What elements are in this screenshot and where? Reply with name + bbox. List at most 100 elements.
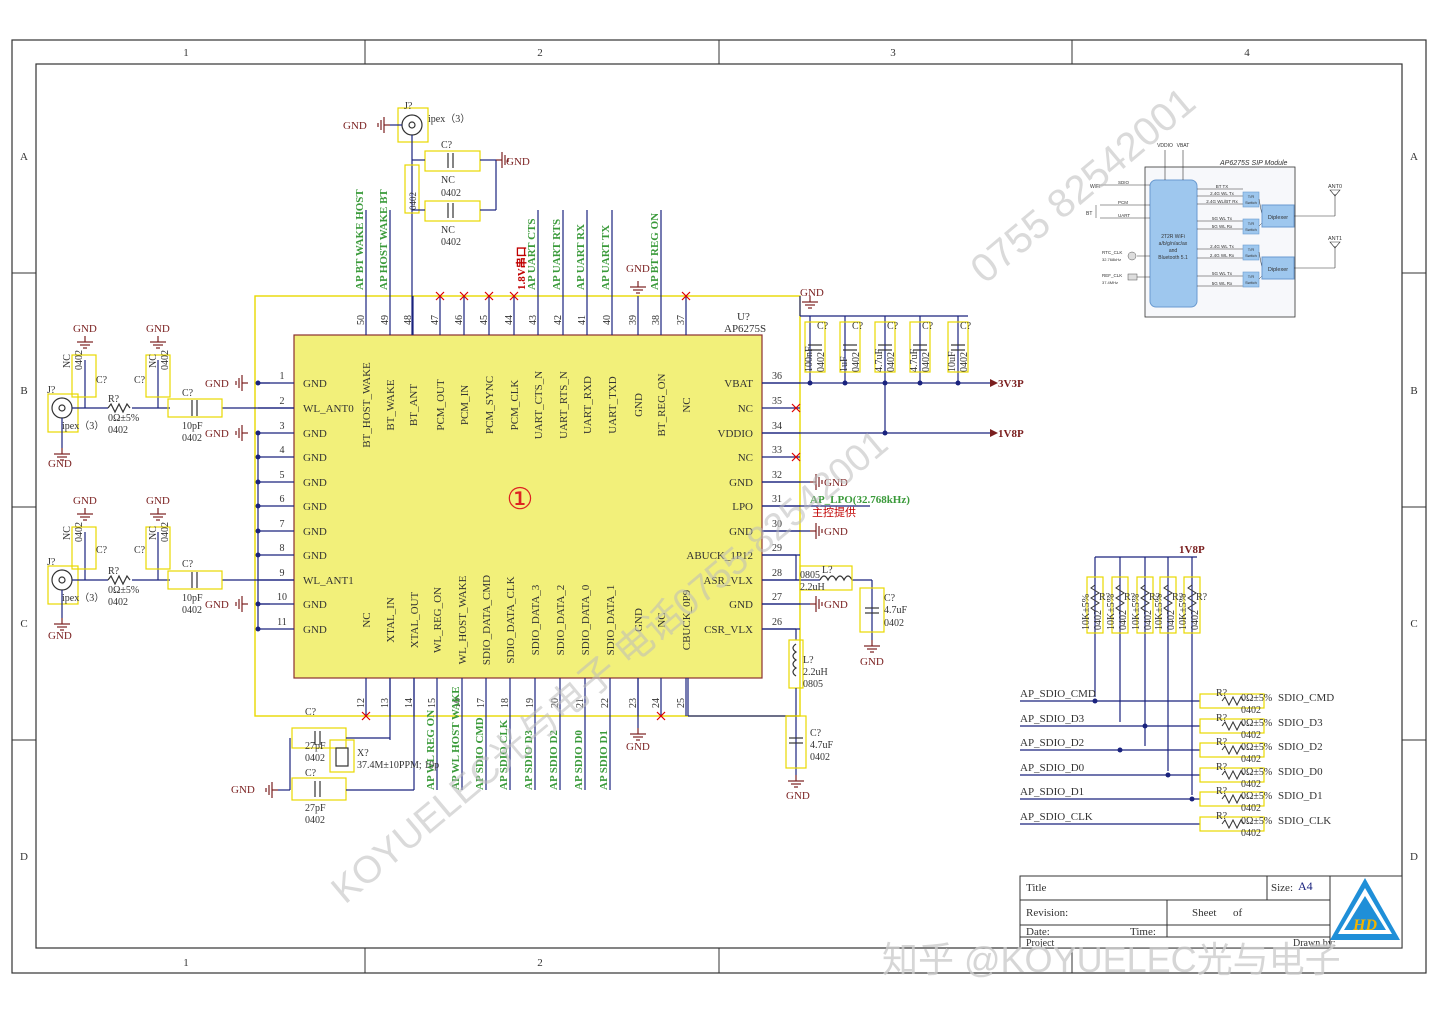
crystal-c1-value: 27pF [305, 741, 326, 752]
pin-name: NC [656, 612, 668, 627]
pin-name: ABUCK_1P12 [686, 550, 753, 562]
pin-number: 49 [380, 315, 391, 325]
pin-number: 25 [676, 698, 687, 708]
gnd-label: GND [73, 495, 97, 507]
bt-connector-ref: J? [404, 101, 413, 112]
buck-l1-ref: L? [822, 565, 833, 576]
svg-text:HD: HD [1352, 917, 1377, 934]
pin-number: 41 [577, 315, 588, 325]
pin-number: 24 [651, 698, 662, 708]
pin-number: 7 [280, 519, 285, 530]
pin-number: 48 [403, 315, 414, 325]
row-label-b-right: B [1410, 385, 1417, 397]
pin-number: 12 [356, 698, 367, 708]
net-label: AP SDIO D0 [573, 730, 585, 790]
pullup-value: 10K±5% [1106, 594, 1117, 630]
pin-number: 50 [356, 315, 367, 325]
crystal-c1-ref: C? [305, 707, 317, 718]
pin-name: WL_REG_ON [432, 587, 444, 653]
net-label: AP BT REG ON [649, 213, 661, 290]
ant1-nc-ref: C? [96, 545, 108, 556]
chip-left-pins: 1GND2WL_ANT03GND4GND5GND6GND7GND8GND9WL_… [255, 371, 354, 636]
svg-text:SDIO: SDIO [1118, 180, 1130, 185]
buck-l1-package: 0805 [800, 570, 820, 581]
pullup-ref: R? [1099, 592, 1111, 603]
cap-package: 0402 [921, 352, 932, 372]
lpo-net-label: AP_LPO(32.768kHz) [810, 494, 910, 506]
ant1-network [47, 526, 294, 618]
gnd-label: GND [800, 287, 824, 299]
svg-text:2.4G WL/BT Rx: 2.4G WL/BT Rx [1206, 199, 1238, 204]
series-value: 0Ω±5% [1241, 767, 1272, 778]
gnd-label: GND [506, 156, 530, 168]
block-vddio: VDDIO [1157, 143, 1173, 149]
row-label-d: D [20, 851, 28, 863]
gnd-label: GND [626, 263, 650, 275]
gnd-label: GND [146, 323, 170, 335]
sdio-right-net: SDIO_D2 [1278, 741, 1323, 753]
series-ref: R? [1216, 762, 1228, 773]
gnd-label: GND [205, 378, 229, 390]
ant1-res-ref: R? [108, 566, 120, 577]
row-label-d-right: D [1410, 851, 1418, 863]
pin-name: GND [303, 477, 327, 489]
ant0-connector-type: ipex（3） [62, 420, 104, 432]
ant0-cap-value: 10pF [182, 421, 203, 432]
block-diplexer-2: Diplexer [1268, 267, 1288, 273]
gnd-label: GND [824, 526, 848, 538]
pin-number: 47 [430, 315, 441, 325]
svg-text:UART: UART [1118, 213, 1130, 218]
svg-text:5G WL Rx: 5G WL Rx [1212, 224, 1233, 229]
ant1-nc2-ref: C? [134, 545, 146, 556]
buck-l2-package: 0805 [803, 679, 823, 690]
pin-name: ASR_VLX [703, 575, 753, 587]
row-label-c-right: C [1410, 618, 1417, 630]
pin-number: 39 [628, 315, 639, 325]
pin-number: 44 [504, 315, 515, 325]
gnd-label: GND [73, 323, 97, 335]
ant1-nc2-package: 0402 [160, 522, 171, 542]
project-label: Project [1026, 938, 1055, 949]
pin-name: GND [633, 608, 645, 632]
svg-text:5G WL Tx: 5G WL Tx [1212, 216, 1233, 221]
crystal-ref: X? [357, 748, 369, 759]
chip-bottom-pins: 12NC13XTAL_IN14XTAL_OUT15WL_REG_ON16WL_H… [356, 575, 693, 790]
pin-name: NC [738, 452, 753, 464]
pin-number: 34 [772, 421, 782, 432]
pullup-value: 10K±5% [1154, 594, 1165, 630]
pin-number: 45 [479, 315, 490, 325]
svg-text:32.768kHz: 32.768kHz [1102, 257, 1121, 262]
svg-text:T/R: T/R [1248, 247, 1255, 252]
pin-name: GND [303, 550, 327, 562]
series-ref: R? [1216, 713, 1228, 724]
pin-name: NC [361, 612, 373, 627]
pin-name: PCM_CLK [509, 380, 521, 431]
pin-name: LPO [732, 501, 753, 513]
pin-number: 35 [772, 396, 782, 407]
net-label: AP UART CTS [526, 218, 538, 290]
pullup-ref: R? [1149, 592, 1161, 603]
crystal-c2-value: 27pF [305, 803, 326, 814]
cap-ref: C? [817, 321, 829, 332]
sdio-left-net: AP_SDIO_D3 [1020, 713, 1085, 725]
sdio-left-net: AP_SDIO_D0 [1020, 762, 1085, 774]
pin-name: VDDIO [718, 428, 753, 440]
pin-name: WL_ANT0 [303, 403, 354, 415]
ap6275s-block-diagram: AP6275S SIP Module 2T2R WiFi a/b/g/n/ac/… [1083, 135, 1348, 323]
pin-number: 19 [525, 698, 536, 708]
net-label: AP WL REG ON [425, 710, 437, 790]
pin-number: 2 [280, 396, 285, 407]
pin-number: 36 [772, 371, 782, 382]
bt-cap1-value: NC [441, 175, 455, 186]
pullup-value: 10K±5% [1178, 594, 1189, 630]
sdio-left-net: AP_SDIO_CMD [1020, 688, 1096, 700]
ant0-res-value: 0Ω±5% [108, 413, 139, 424]
pin-name: BT_ANT [408, 384, 420, 426]
svg-text:T/R: T/R [1248, 274, 1255, 279]
row-label-a: A [20, 151, 28, 163]
pullup-package: 0402 [1143, 610, 1154, 630]
